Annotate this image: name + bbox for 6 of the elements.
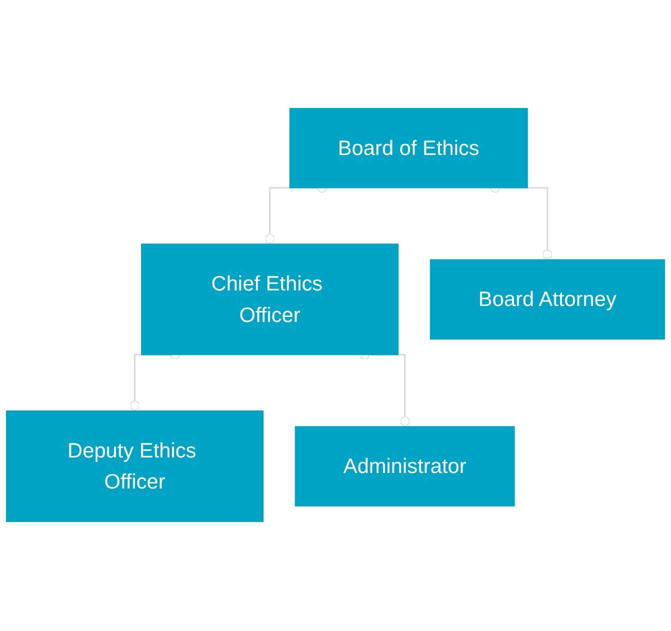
node-box	[141, 244, 399, 356]
node-box	[6, 410, 264, 522]
node-box	[294, 426, 515, 507]
node-box	[289, 108, 528, 189]
org-chart: Board of Ethics Chief Ethics Officer Board Attorney Deputy Ethics Officer Administrator	[0, 102, 671, 529]
node-box	[430, 260, 665, 340]
